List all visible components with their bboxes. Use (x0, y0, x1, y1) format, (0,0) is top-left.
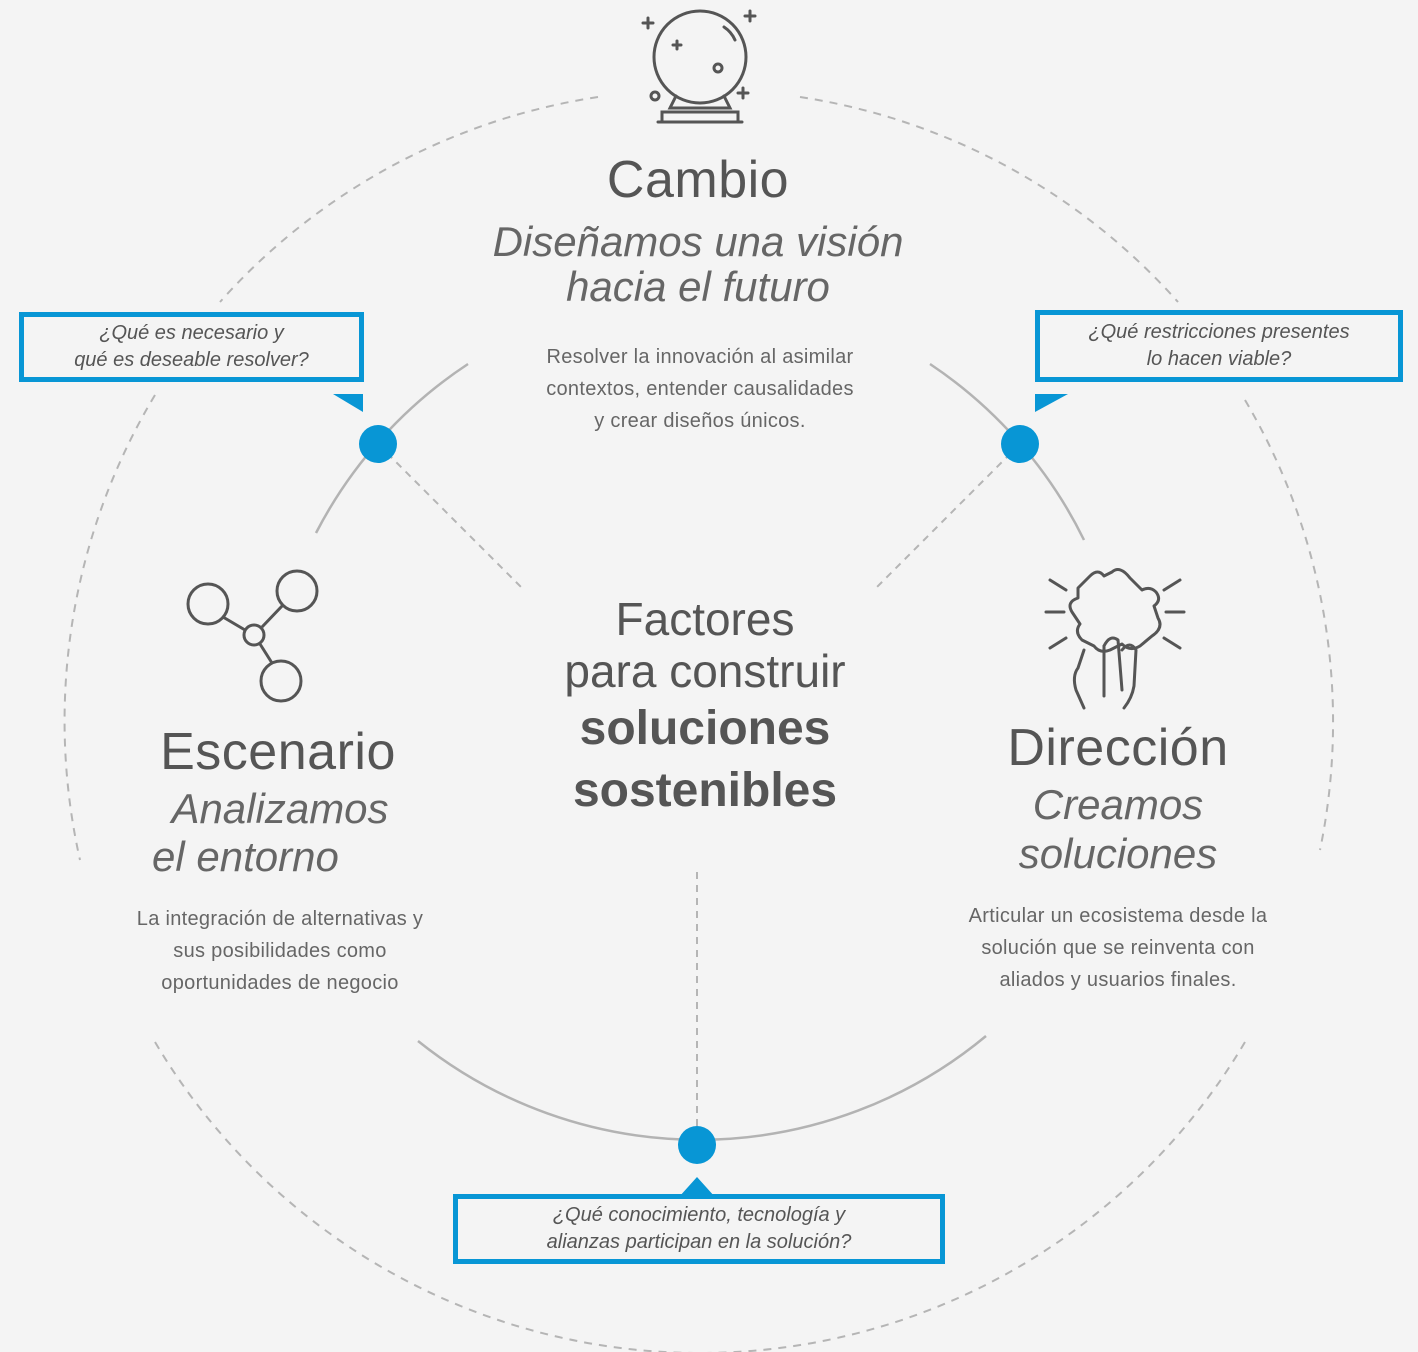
connector-lines (377, 443, 1021, 1145)
cambio-desc-line2: contextos, entender causalidades (546, 378, 854, 400)
callout-pointer-left (333, 394, 363, 412)
callout-pointer-right (1035, 394, 1068, 412)
hand-puzzle-icon (1044, 568, 1186, 710)
cambio-desc-line1: Resolver la innovación al asimilar (546, 346, 854, 368)
network-nodes-icon (186, 569, 319, 703)
center-title-line2: para construir (564, 645, 846, 697)
node-dot-bottom (678, 1126, 716, 1164)
crystal-ball-icon (641, 9, 757, 124)
callout-bottom-line1: ¿Qué conocimiento, tecnología y (552, 1204, 846, 1226)
callout-right-line1: ¿Qué restricciones presentes (1088, 321, 1350, 343)
cambio-title: Cambio (606, 151, 790, 209)
center-title-line1: Factores (615, 593, 795, 645)
direccion-subtitle-line1: Creamos (1032, 781, 1204, 828)
center-title-line4: sostenibles (572, 764, 838, 817)
node-dot-left (359, 425, 397, 463)
cambio-subtitle-line2: hacia el futuro (566, 263, 830, 310)
outer-dashed-circle (63, 96, 1335, 1352)
escenario-subtitle-line2: el entorno (152, 833, 339, 880)
escenario-desc-line2: sus posibilidades como (173, 940, 387, 962)
escenario-title: Escenario (160, 723, 396, 781)
direccion-desc-line3: aliados y usuarios finales. (999, 969, 1237, 991)
callout-bottom: ¿Qué conocimiento, tecnología y alianzas… (453, 1194, 945, 1264)
escenario-subtitle-line1: Analizamos (171, 785, 389, 832)
callout-left-line1: ¿Qué es necesario y (99, 322, 284, 344)
cambio-subtitle-line1: Diseñamos una visión (492, 218, 904, 265)
direccion-title: Dirección (1007, 719, 1229, 777)
direccion-desc-line1: Articular un ecosistema desde la (968, 905, 1268, 927)
node-dot-right (1001, 425, 1039, 463)
callout-right-line2: lo hacen viable? (1146, 348, 1292, 370)
callout-pointer-bottom (679, 1177, 715, 1197)
callout-left-line2: qué es deseable resolver? (74, 349, 309, 371)
callout-left: ¿Qué es necesario y qué es deseable reso… (19, 312, 364, 382)
direccion-subtitle-line2: soluciones (1018, 830, 1218, 877)
direccion-desc-line2: solución que se reinventa con (981, 937, 1255, 959)
center-title-line3: soluciones (579, 702, 831, 755)
cambio-desc-line3: y crear diseños únicos. (594, 410, 806, 432)
escenario-desc-line3: oportunidades de negocio (161, 972, 399, 994)
callout-bottom-line2: alianzas participan en la solución? (546, 1231, 852, 1253)
callout-right: ¿Qué restricciones presentes lo hacen vi… (1035, 310, 1403, 382)
escenario-desc-line1: La integración de alternativas y (136, 908, 424, 930)
